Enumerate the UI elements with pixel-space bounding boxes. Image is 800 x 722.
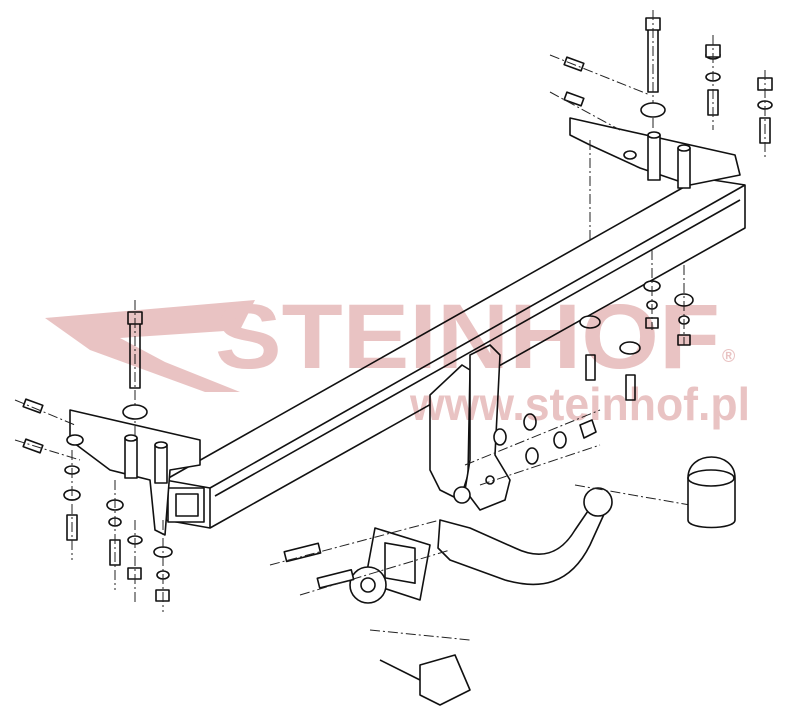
- electrical-socket-connector: [369, 629, 471, 706]
- side-bolts: [14, 35, 766, 612]
- watermark-url: www.steinhof.pl: [409, 378, 750, 430]
- tow-ball-arm: [437, 484, 691, 586]
- steinhof-logo-swoosh: [45, 300, 255, 392]
- electrical-socket-plate: [349, 527, 431, 604]
- watermark-registered: ®: [722, 346, 735, 366]
- ball-cover-cap: [687, 456, 736, 529]
- steinhof-watermark: STEINHOF ® www.steinhof.pl: [45, 286, 750, 430]
- watermark-brand: STEINHOF: [215, 286, 720, 388]
- left-mounting-bracket: [66, 409, 201, 536]
- center-mounting-plates: [429, 344, 511, 511]
- right-mounting-bracket: [569, 117, 741, 189]
